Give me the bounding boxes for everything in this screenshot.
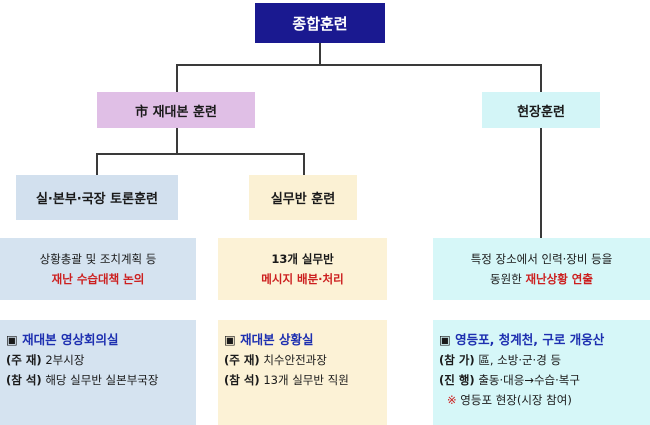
desc-discussion-line1: 상황총괄 및 조치계획 등 <box>39 252 157 266</box>
discussion-label: 실·본부·국장 토론훈련 <box>35 192 159 207</box>
detail-row-value: 區, 소방·군·경 등 <box>478 353 562 367</box>
detail-hq-video-room: ▣ 재대본 영상회의실 (주 재) 2부시장 (참 석) 해당 실무반 실본부국… <box>0 320 196 425</box>
working-label: 실무반 훈련 <box>270 192 336 207</box>
detail-row-key: (참 석) <box>6 373 42 387</box>
detail-row-key: (주 재) <box>224 353 260 367</box>
detail-row: (참 가) 區, 소방·군·경 등 <box>439 350 561 370</box>
square-marker-icon: ▣ <box>6 332 18 347</box>
desc-working-line1: 13개 실무반 <box>271 252 334 266</box>
desc-field-line1: 특정 장소에서 인력·장비 등을 <box>470 252 613 266</box>
detail-row-value: 치수안전과장 <box>263 353 327 367</box>
detail-row-value: 2부시장 <box>45 353 85 367</box>
desc-discussion-line2: 재난 수습대책 논의 <box>51 272 145 286</box>
detail-row: (주 재) 치수안전과장 <box>224 350 327 370</box>
detail-row-key: (참 석) <box>224 373 260 387</box>
detail-heading-text: 재대본 상황실 <box>240 332 314 347</box>
detail-note: ※ 영등포 현장(시장 참여) <box>439 390 572 410</box>
detail-row-key: (참 가) <box>439 353 475 367</box>
detail-row: (진 행) 출동·대응→수습·복구 <box>439 370 580 390</box>
square-marker-icon: ▣ <box>439 332 451 347</box>
connector-to-city-hq <box>176 64 178 92</box>
connector-to-field <box>540 64 542 92</box>
detail-row-key: (진 행) <box>439 373 475 387</box>
connector-to-working <box>303 153 305 175</box>
detail-heading: ▣ 재대본 상황실 <box>224 330 314 350</box>
detail-heading: ▣ 재대본 영상회의실 <box>6 330 119 350</box>
connector-level2-horizontal <box>176 64 541 66</box>
desc-field-line2: 동원한 재난상황 연출 <box>490 269 593 289</box>
detail-heading-text: 재대본 영상회의실 <box>22 332 119 347</box>
node-discussion-training: 실·본부·국장 토론훈련 <box>16 175 178 220</box>
desc-field: 특정 장소에서 인력·장비 등을 동원한 재난상황 연출 <box>433 238 650 300</box>
detail-field-sites: ▣ 영등포, 청계천, 구로 개웅산 (참 가) 區, 소방·군·경 등 (진 … <box>433 320 650 425</box>
field-label: 현장훈련 <box>517 104 565 120</box>
detail-row: (참 석) 해당 실무반 실본부국장 <box>6 370 158 390</box>
detail-hq-situation-room: ▣ 재대본 상황실 (주 재) 치수안전과장 (참 석) 13개 실무반 직원 <box>218 320 387 425</box>
detail-row-key: (주 재) <box>6 353 42 367</box>
detail-row-value: 해당 실무반 실본부국장 <box>45 373 159 387</box>
square-marker-icon: ▣ <box>224 332 236 347</box>
desc-working-line2: 메시지 배분·처리 <box>261 272 344 286</box>
desc-discussion: 상황총괄 및 조치계획 등 재난 수습대책 논의 <box>0 238 196 300</box>
reference-mark-icon: ※ <box>447 393 457 407</box>
node-city-hq-training: 市 재대본 훈련 <box>97 92 255 128</box>
detail-heading: ▣ 영등포, 청계천, 구로 개웅산 <box>439 330 604 350</box>
detail-row-value: 13개 실무반 직원 <box>263 373 349 387</box>
connector-level3-horizontal <box>96 153 304 155</box>
connector-field-down <box>540 128 542 238</box>
city-hq-label: 市 재대본 훈련 <box>135 104 217 120</box>
connector-top-down <box>319 43 321 65</box>
desc-field-line2-plain: 동원한 <box>490 272 526 286</box>
top-node-comprehensive-training: 종합훈련 <box>255 3 385 43</box>
desc-field-line2-red: 재난상황 연출 <box>525 272 593 286</box>
node-field-training: 현장훈련 <box>482 92 600 128</box>
connector-to-discussion <box>96 153 98 175</box>
top-node-label: 종합훈련 <box>292 14 348 33</box>
detail-row: (참 석) 13개 실무반 직원 <box>224 370 349 390</box>
node-working-group-training: 실무반 훈련 <box>249 175 357 220</box>
detail-note-text: 영등포 현장(시장 참여) <box>460 393 572 407</box>
desc-working: 13개 실무반 메시지 배분·처리 <box>218 238 387 300</box>
detail-heading-text: 영등포, 청계천, 구로 개웅산 <box>455 332 605 347</box>
detail-row: (주 재) 2부시장 <box>6 350 84 370</box>
detail-row-value: 출동·대응→수습·복구 <box>478 373 580 387</box>
connector-city-hq-down <box>176 128 178 154</box>
